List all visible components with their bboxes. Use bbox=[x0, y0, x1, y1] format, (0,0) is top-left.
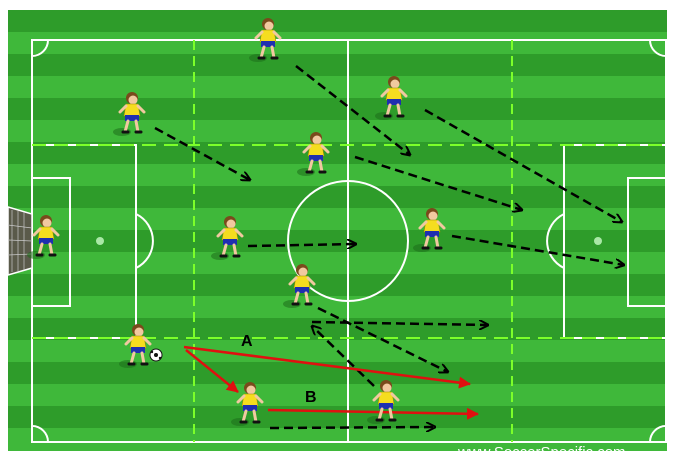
left-penalty-spot bbox=[96, 237, 104, 245]
grass bbox=[8, 10, 667, 451]
right-penalty-spot bbox=[594, 237, 602, 245]
label-b: B bbox=[305, 389, 317, 406]
watermark: www.SoccerSpecific.com bbox=[457, 444, 626, 459]
soccer-ball-icon bbox=[150, 349, 162, 361]
label-a: A bbox=[241, 333, 253, 350]
left-goal bbox=[8, 207, 32, 275]
